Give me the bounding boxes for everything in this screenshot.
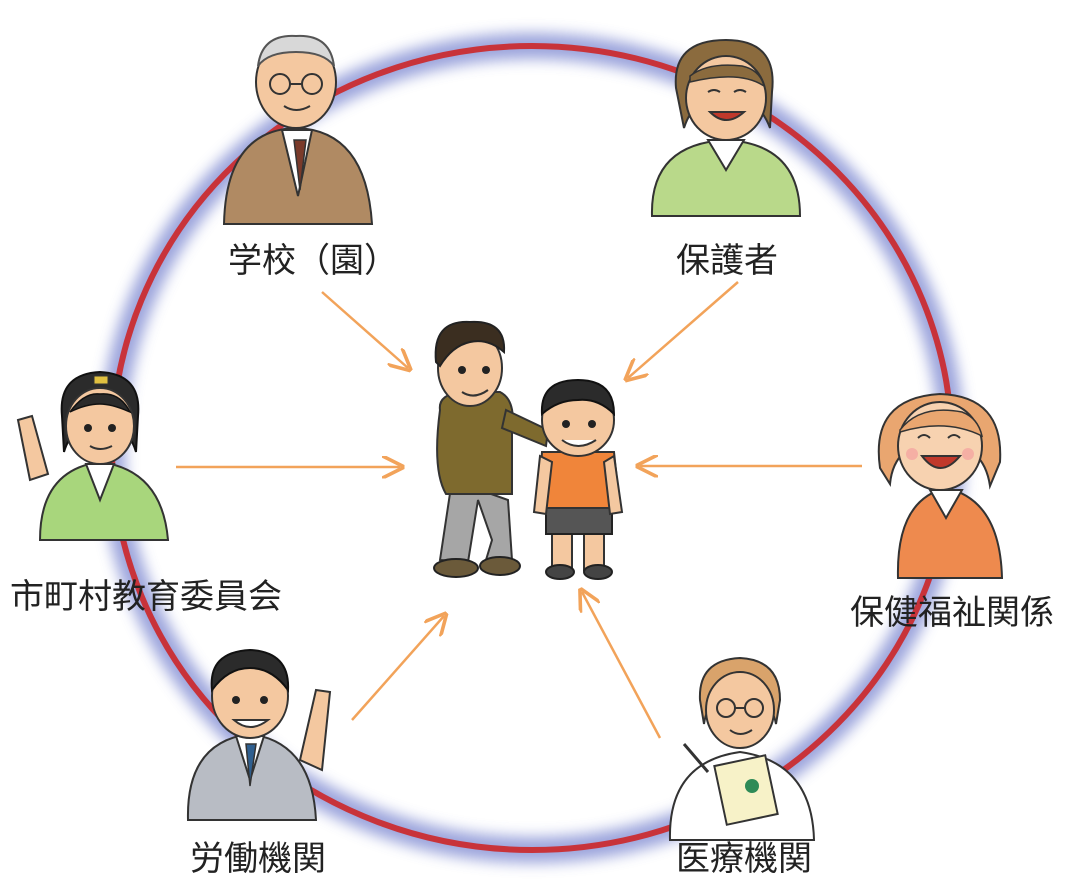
woman-pointing-green-jacket-icon (16, 370, 170, 541)
woman-glasses-clipboard-icon (668, 656, 816, 841)
label-school: 学校（園） (228, 241, 398, 281)
adult-supporter-figure (433, 320, 550, 578)
arrow-from-medical (582, 592, 662, 739)
woman-green-vest-icon (650, 38, 802, 217)
arrow-from-labor (351, 616, 444, 721)
connection-arrows (176, 281, 862, 739)
label-guardian: 保護者 (676, 241, 778, 281)
elderly-man-glasses-suit-icon (222, 34, 374, 225)
arrow-from-school (321, 291, 408, 368)
man-pointing-suit-icon (186, 648, 332, 821)
arrow-from-guardian (628, 281, 739, 378)
label-medical: 医療機関 (676, 839, 812, 879)
smiling-woman-orange-icon (877, 392, 1004, 579)
child-figure (532, 378, 624, 580)
label-labor: 労働機関 (190, 839, 326, 879)
label-board-of-education: 市町村教育委員会 (10, 577, 282, 617)
label-health-welfare: 保健福祉関係 (850, 593, 1054, 633)
